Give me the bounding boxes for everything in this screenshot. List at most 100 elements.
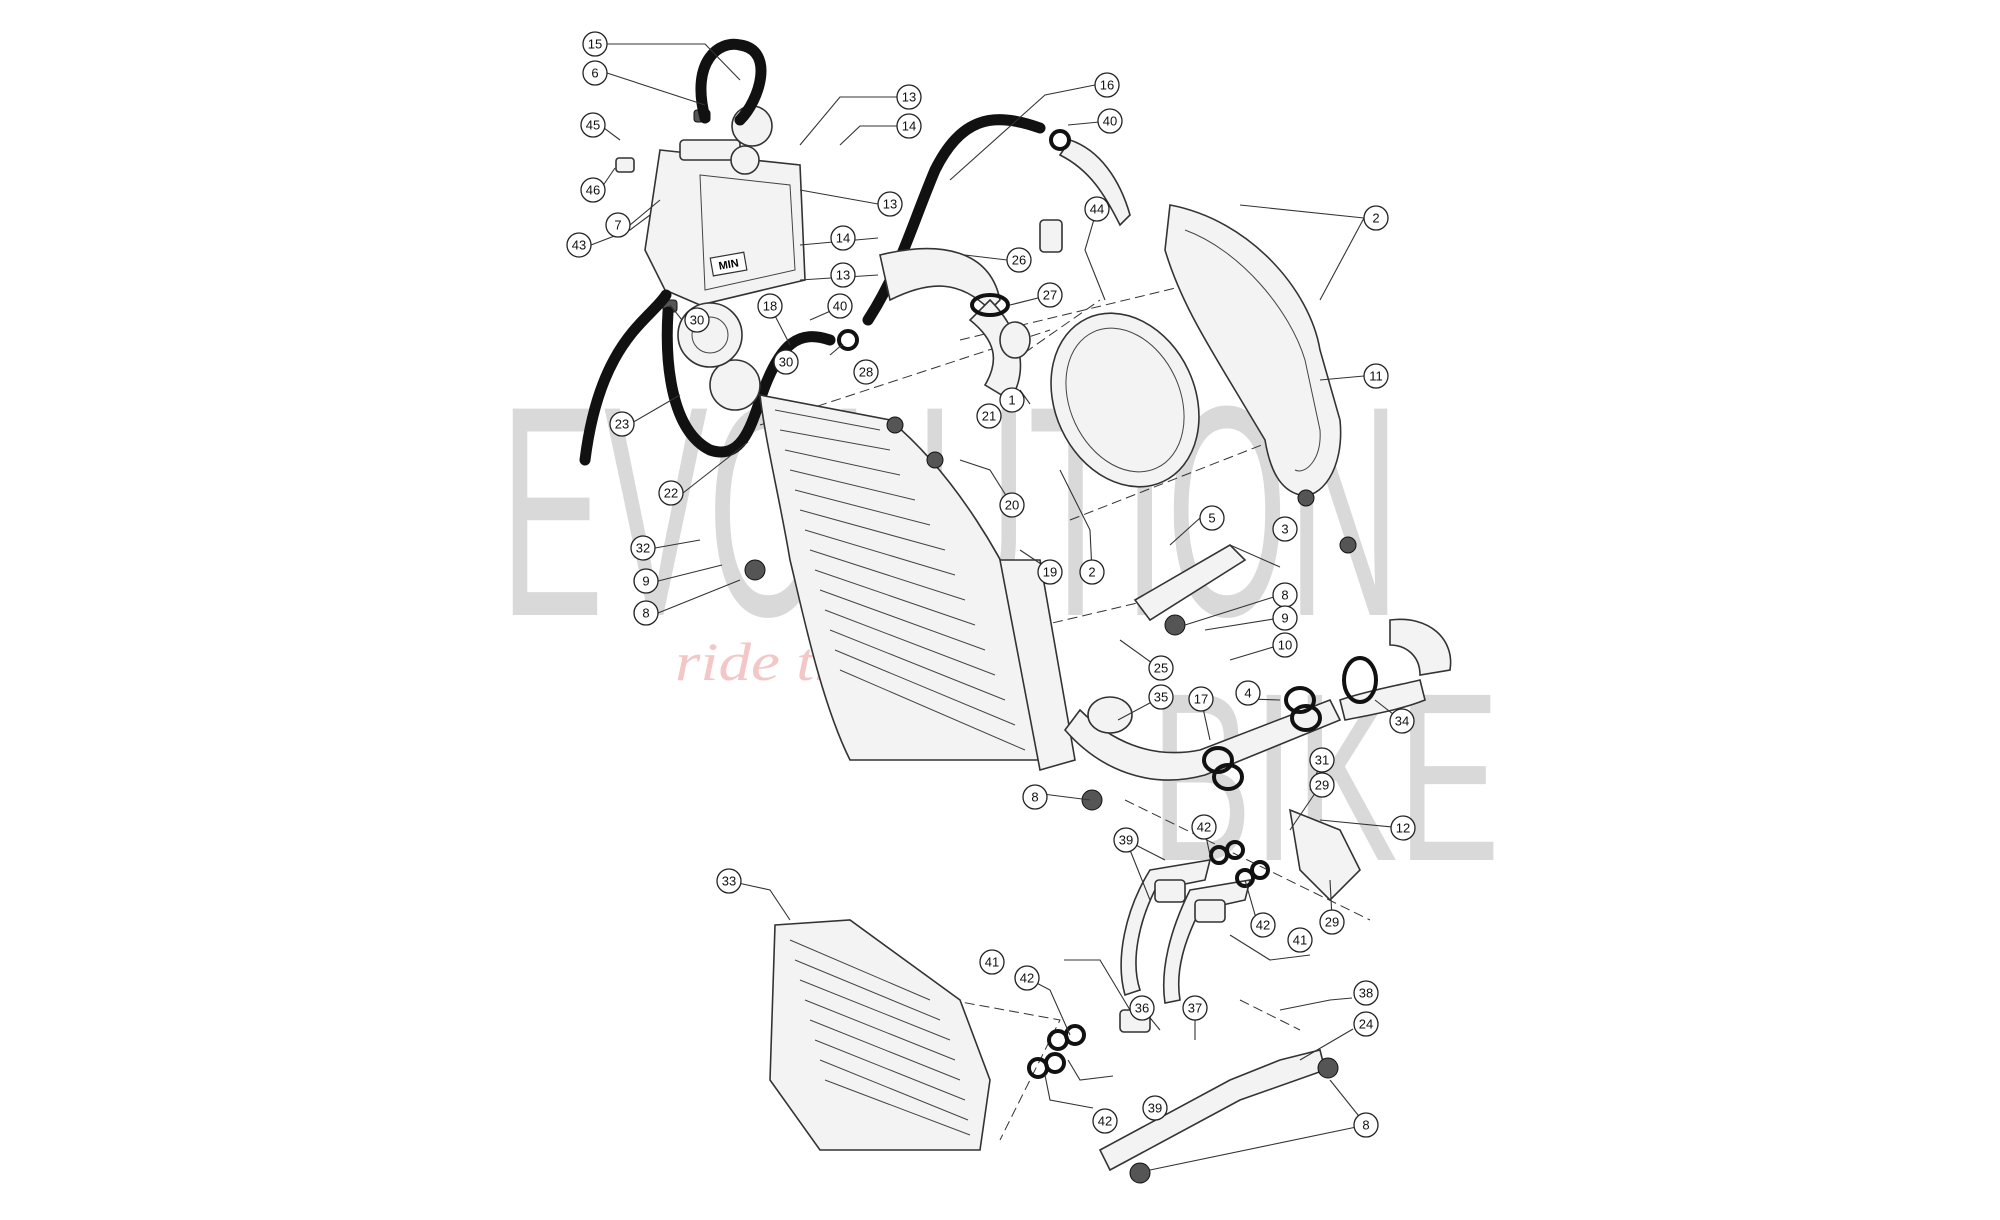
callout-5: 5: [1199, 505, 1225, 531]
callout-8: 8: [633, 600, 659, 626]
callout-33: 33: [716, 868, 742, 894]
svg-text:13: 13: [836, 268, 850, 283]
callout-35: 35: [1148, 684, 1174, 710]
callout-24: 24: [1353, 1011, 1379, 1037]
svg-text:6: 6: [591, 66, 598, 81]
svg-text:7: 7: [614, 218, 621, 233]
svg-text:14: 14: [902, 119, 916, 134]
callout-29b: 29: [1319, 909, 1345, 935]
callout-32: 32: [630, 535, 656, 561]
callouts: 15 6 13 14 45 46 7 43 13 14 13 30 16 40 …: [566, 31, 1416, 1138]
svg-text:28: 28: [859, 365, 873, 380]
svg-text:5: 5: [1208, 511, 1215, 526]
main-radiator: [677, 302, 1076, 772]
svg-text:2: 2: [1088, 565, 1095, 580]
svg-text:23: 23: [615, 417, 629, 432]
svg-text:13: 13: [883, 197, 897, 212]
callout-40: 40: [1097, 108, 1123, 134]
callout-28: 28: [853, 359, 879, 385]
callout-44: 44: [1084, 196, 1110, 222]
callout-2: 2: [1363, 205, 1389, 231]
callout-13b: 13: [877, 191, 903, 217]
svg-text:40: 40: [833, 299, 847, 314]
svg-text:39: 39: [1119, 833, 1133, 848]
callout-6: 6: [582, 60, 608, 86]
svg-text:44: 44: [1090, 202, 1104, 217]
callout-1: 1: [999, 387, 1025, 413]
callout-17: 17: [1188, 686, 1214, 712]
callout-41b: 41: [979, 949, 1005, 975]
svg-text:14: 14: [836, 231, 850, 246]
svg-text:8: 8: [1281, 588, 1288, 603]
callout-16: 16: [1094, 72, 1120, 98]
callout-15: 15: [582, 31, 608, 57]
oil-cooler: [769, 919, 991, 1151]
svg-text:42: 42: [1256, 918, 1270, 933]
callout-27: 27: [1037, 282, 1063, 308]
radiator-hose-26: [879, 247, 1031, 402]
svg-text:19: 19: [1043, 565, 1057, 580]
callout-2b: 2: [1079, 559, 1105, 585]
callout-14: 14: [896, 113, 922, 139]
svg-text:42: 42: [1020, 971, 1034, 986]
svg-text:38: 38: [1359, 986, 1373, 1001]
callout-21: 21: [976, 403, 1002, 429]
callout-3: 3: [1272, 516, 1298, 542]
callout-38: 38: [1353, 980, 1379, 1006]
svg-text:33: 33: [722, 874, 736, 889]
svg-text:9: 9: [1281, 611, 1288, 626]
callout-31: 31: [1309, 747, 1335, 773]
svg-text:12: 12: [1396, 821, 1410, 836]
callout-45: 45: [580, 112, 606, 138]
callout-4: 4: [1235, 680, 1261, 706]
grommets: [744, 416, 1357, 1184]
svg-text:8: 8: [642, 606, 649, 621]
svg-text:15: 15: [588, 37, 602, 52]
svg-text:45: 45: [586, 118, 600, 133]
callout-9b: 9: [1272, 605, 1298, 631]
svg-text:30: 30: [690, 313, 704, 328]
svg-text:42: 42: [1098, 1114, 1112, 1129]
svg-text:20: 20: [1005, 498, 1019, 513]
callout-39b: 39: [1142, 1095, 1168, 1121]
svg-text:17: 17: [1194, 692, 1208, 707]
svg-text:32: 32: [636, 541, 650, 556]
cooling-fan: [1039, 219, 1200, 488]
svg-text:2: 2: [1372, 211, 1379, 226]
callout-22: 22: [658, 480, 684, 506]
svg-text:13: 13: [902, 90, 916, 105]
callout-30b: 30: [773, 349, 799, 375]
svg-text:39: 39: [1148, 1101, 1162, 1116]
svg-text:29: 29: [1315, 778, 1329, 793]
callout-43: 43: [566, 232, 592, 258]
svg-text:22: 22: [664, 486, 678, 501]
o-rings-and-clamps: [837, 129, 1322, 1079]
callout-41: 41: [1287, 927, 1313, 953]
callout-30: 30: [684, 307, 710, 333]
svg-text:37: 37: [1188, 1001, 1202, 1016]
callout-42: 42: [1191, 814, 1217, 840]
overflow-pipe: [1058, 139, 1131, 227]
svg-text:34: 34: [1395, 714, 1409, 729]
callout-12: 12: [1390, 815, 1416, 841]
callout-34: 34: [1389, 708, 1415, 734]
callout-14b: 14: [830, 225, 856, 251]
svg-text:41: 41: [1293, 933, 1307, 948]
brackets: [1098, 543, 1361, 1172]
callout-19: 19: [1037, 559, 1063, 585]
svg-text:40: 40: [1103, 114, 1117, 129]
svg-text:36: 36: [1135, 1001, 1149, 1016]
callout-36: 36: [1129, 995, 1155, 1021]
oil-lines: [1119, 859, 1252, 1033]
svg-text:11: 11: [1369, 369, 1383, 384]
callout-8c: 8: [1022, 784, 1048, 810]
callout-39: 39: [1113, 827, 1139, 853]
callout-29: 29: [1309, 772, 1335, 798]
callout-26: 26: [1006, 247, 1032, 273]
svg-text:4: 4: [1244, 686, 1251, 701]
svg-text:10: 10: [1278, 638, 1292, 653]
svg-text:29: 29: [1325, 915, 1339, 930]
callout-18: 18: [757, 293, 783, 319]
